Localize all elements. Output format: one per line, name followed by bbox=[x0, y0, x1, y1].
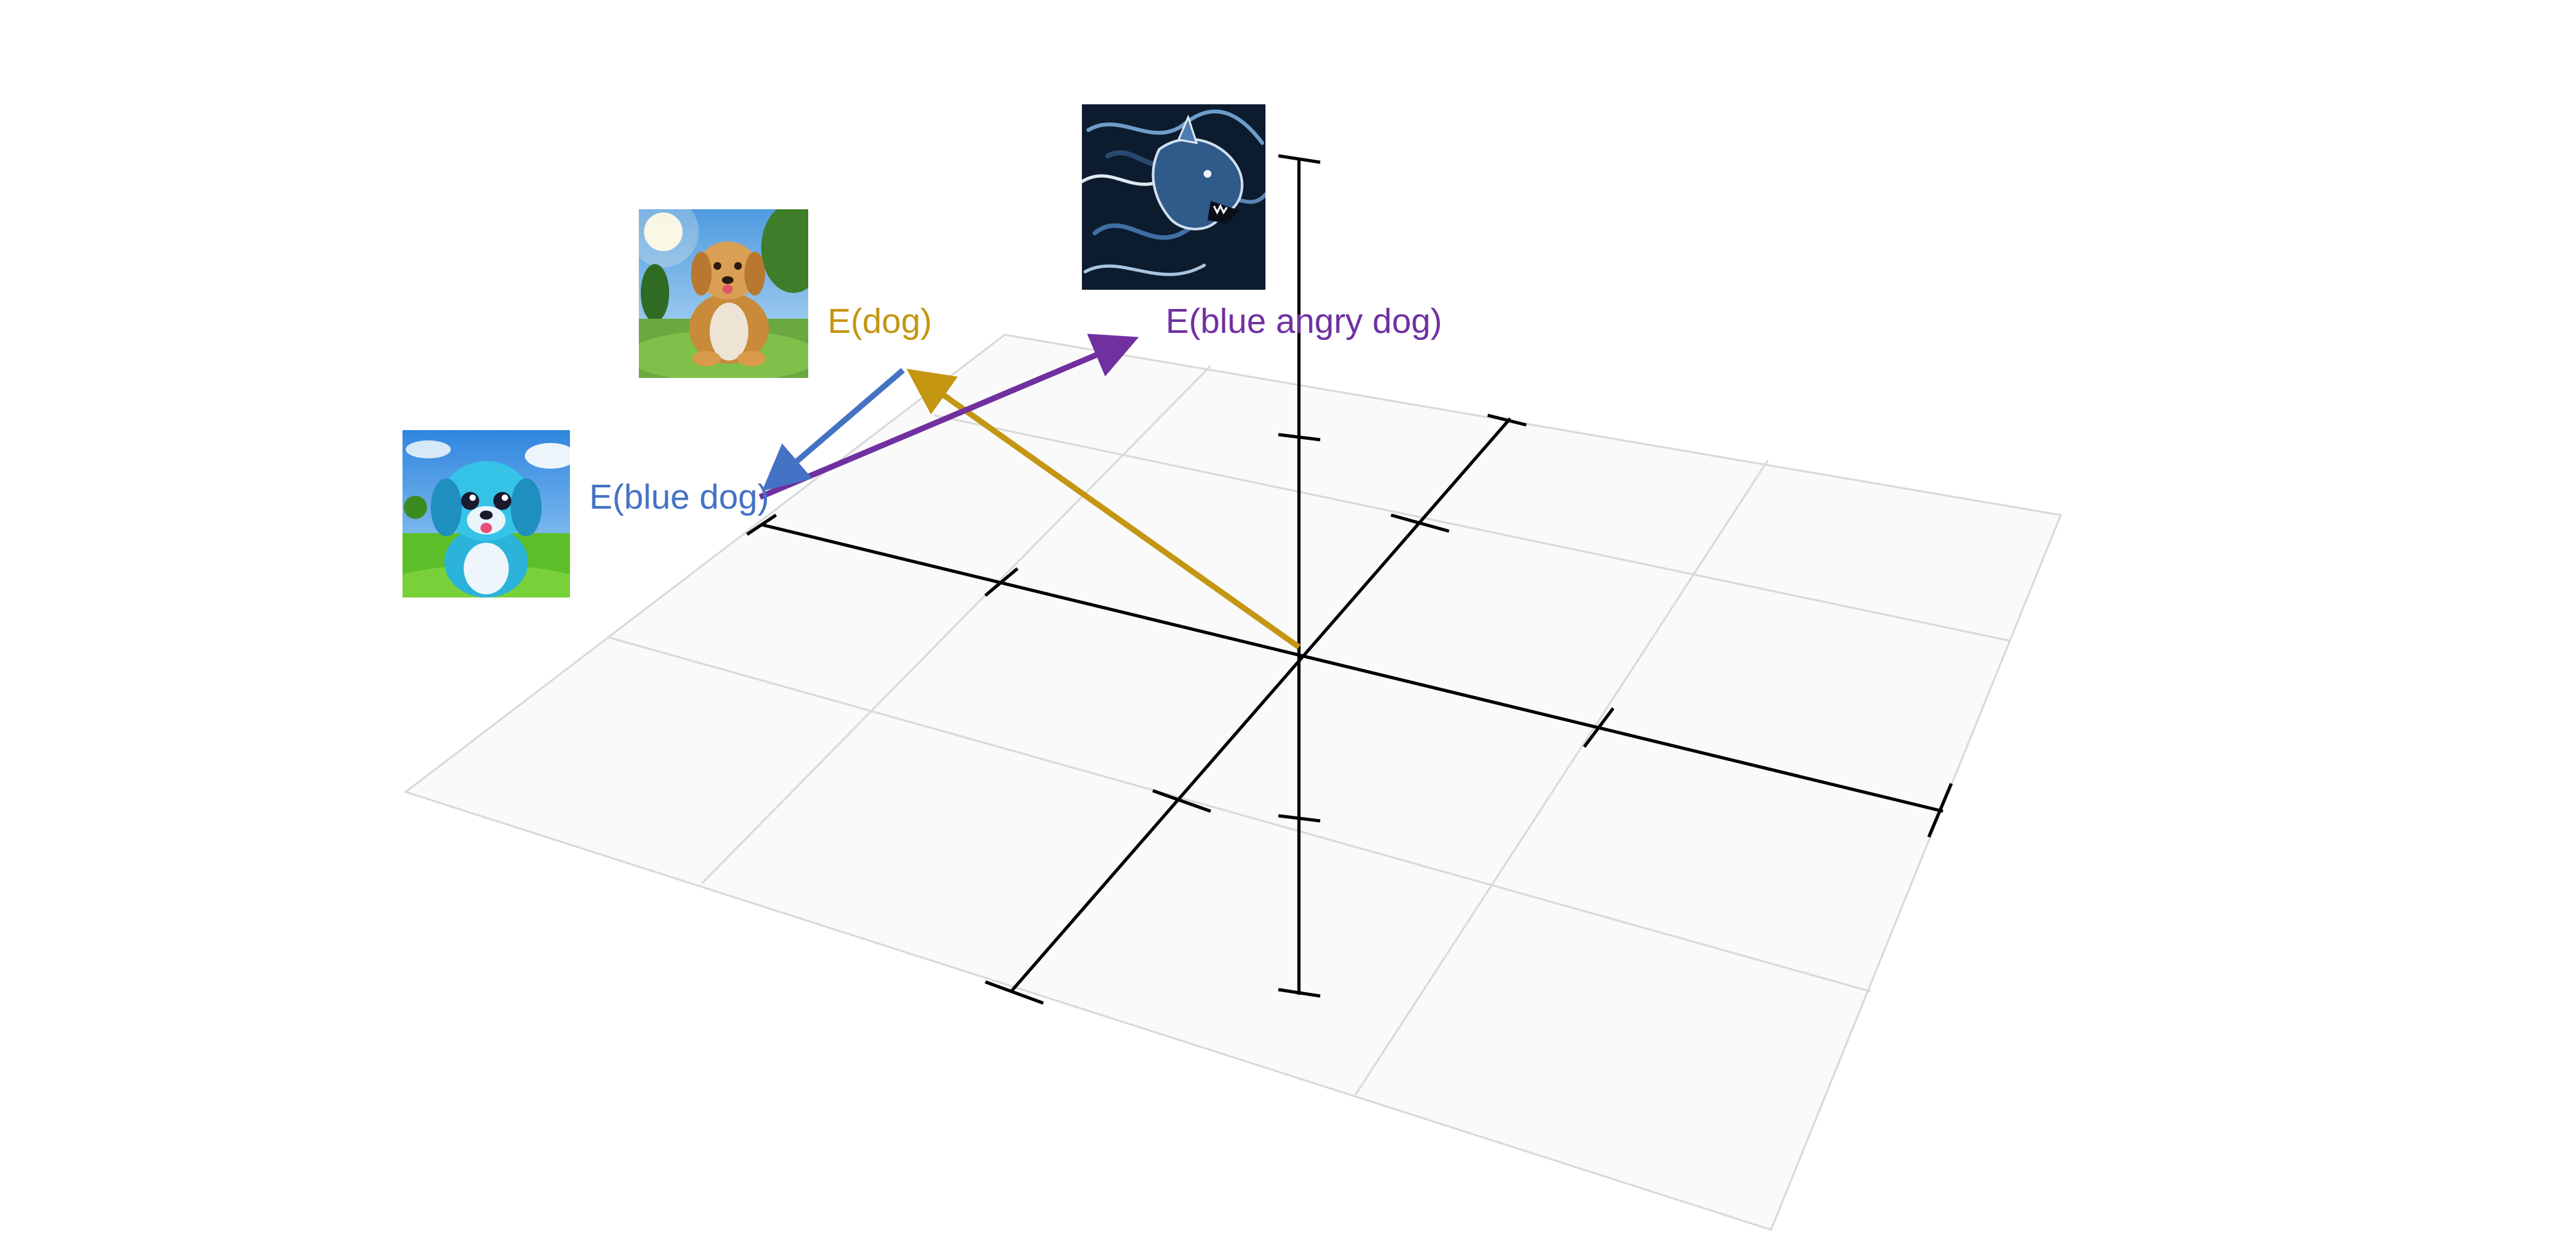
axis-tick bbox=[1583, 707, 1615, 748]
dog-vector-arrow bbox=[906, 368, 1301, 650]
axis-tick bbox=[1278, 814, 1321, 823]
blue-dog-thumbnail bbox=[402, 430, 570, 597]
blue-angry-dog-vector-label: E(blue angry dog) bbox=[1166, 302, 1442, 341]
plane-grid-line bbox=[608, 636, 1871, 993]
blue-dog-vector-label: E(blue dog) bbox=[589, 478, 769, 516]
plane-grid-line bbox=[1354, 460, 1769, 1095]
plane-grid-line bbox=[701, 364, 1212, 885]
horizontal-axis-b bbox=[1010, 417, 1511, 993]
axis-tick bbox=[1152, 789, 1211, 813]
axis-tick bbox=[984, 567, 1019, 597]
blue-dog-vector-arrow bbox=[762, 368, 905, 491]
dog-vector-label: E(dog) bbox=[828, 302, 932, 341]
plane-grid-line bbox=[933, 414, 2010, 642]
ground-plane bbox=[403, 334, 2063, 1231]
axis-tick bbox=[1487, 413, 1527, 427]
blue-angry-dog-vector-arrow bbox=[759, 334, 1139, 500]
axis-tick bbox=[1278, 433, 1321, 442]
axis-tick bbox=[1278, 988, 1321, 998]
plane-surface bbox=[403, 334, 2063, 1231]
axis-tick bbox=[746, 513, 777, 536]
golden-dog-thumbnail bbox=[639, 209, 808, 378]
axis-tick bbox=[985, 980, 1044, 1005]
axis-tick bbox=[1390, 513, 1450, 533]
horizontal-axis-a bbox=[761, 523, 1944, 813]
axis-tick bbox=[1927, 783, 1953, 838]
blue-angry-dog-thumbnail bbox=[1082, 104, 1265, 290]
axis-tick bbox=[1278, 154, 1321, 164]
coordinate-axes bbox=[746, 154, 1953, 1005]
